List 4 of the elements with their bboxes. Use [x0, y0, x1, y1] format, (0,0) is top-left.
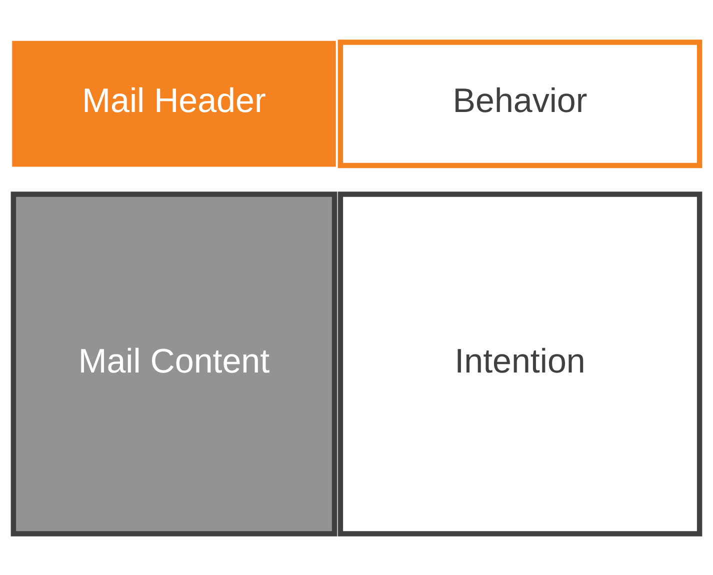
node-box: Mail Content [10, 191, 338, 536]
node-box: Intention [338, 191, 702, 536]
node-box: Mail Header [12, 40, 336, 166]
node-box: Behavior [338, 39, 702, 168]
